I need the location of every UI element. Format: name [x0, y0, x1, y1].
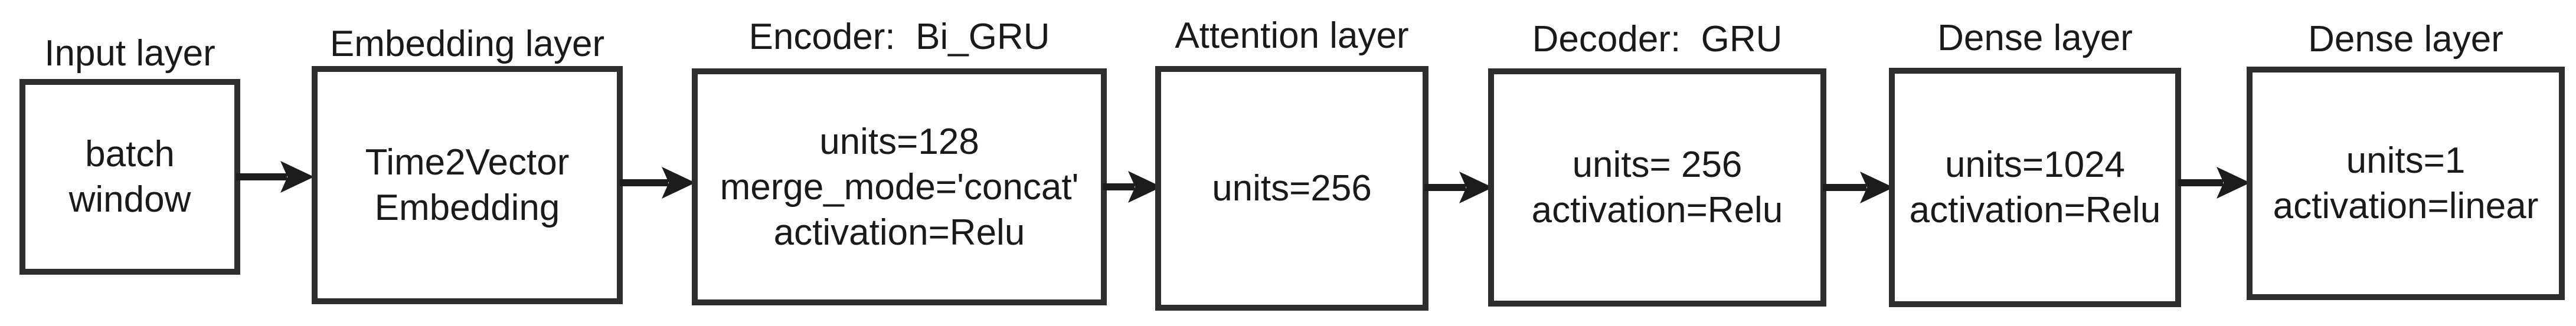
right-arrow-icon: [1103, 171, 1162, 203]
layer-box-decoder: units= 256 activation=Relu: [1488, 68, 1826, 307]
box-text-line: activation=Relu: [1531, 190, 1783, 230]
box-text-line: merge_mode='concat': [720, 166, 1079, 208]
box-text-line: units=256: [1212, 168, 1372, 209]
right-arrow-icon: [620, 167, 695, 199]
box-text-line: batch: [85, 134, 175, 174]
layer-title-input: Input layer: [44, 33, 215, 74]
layer-box-dense2: units=1 activation=linear: [2247, 67, 2565, 300]
layer-title-dense1: Dense layer: [1937, 18, 2133, 58]
box-text-line: activation=Relu: [773, 212, 1025, 253]
box-text-line: units=1: [2346, 140, 2466, 181]
right-arrow-icon: [1823, 172, 1894, 203]
layer-title-encoder: Encoder: Bi_GRU: [748, 17, 1050, 57]
layer-title-decoder: Decoder: GRU: [1532, 19, 1783, 60]
box-text-line: activation=linear: [2273, 186, 2539, 226]
right-arrow-icon: [1424, 172, 1493, 203]
box-text-line: window: [68, 179, 191, 220]
layer-title-dense2: Dense layer: [2308, 19, 2503, 60]
layer-title-attention: Attention layer: [1175, 15, 1409, 56]
layer-box-attention: units=256: [1155, 66, 1428, 311]
box-text-line: Time2Vector: [365, 142, 570, 183]
layer-box-embedding: Time2Vector Embedding: [312, 66, 623, 304]
layer-box-input: batch window: [19, 79, 240, 275]
layer-title-embedding: Embedding layer: [329, 24, 605, 64]
box-text-line: activation=Relu: [1909, 190, 2161, 230]
layer-box-dense1: units=1024 activation=Relu: [1889, 68, 2181, 307]
right-arrow-icon: [2178, 167, 2250, 199]
layer-box-encoder: units=128 merge_mode='concat' activation…: [692, 68, 1107, 305]
box-text-line: units=128: [819, 121, 979, 162]
box-text-line: units=1024: [1944, 144, 2126, 185]
box-text-line: units= 256: [1572, 144, 1743, 185]
box-text-line: Embedding: [374, 187, 560, 228]
right-arrow-icon: [236, 161, 314, 193]
